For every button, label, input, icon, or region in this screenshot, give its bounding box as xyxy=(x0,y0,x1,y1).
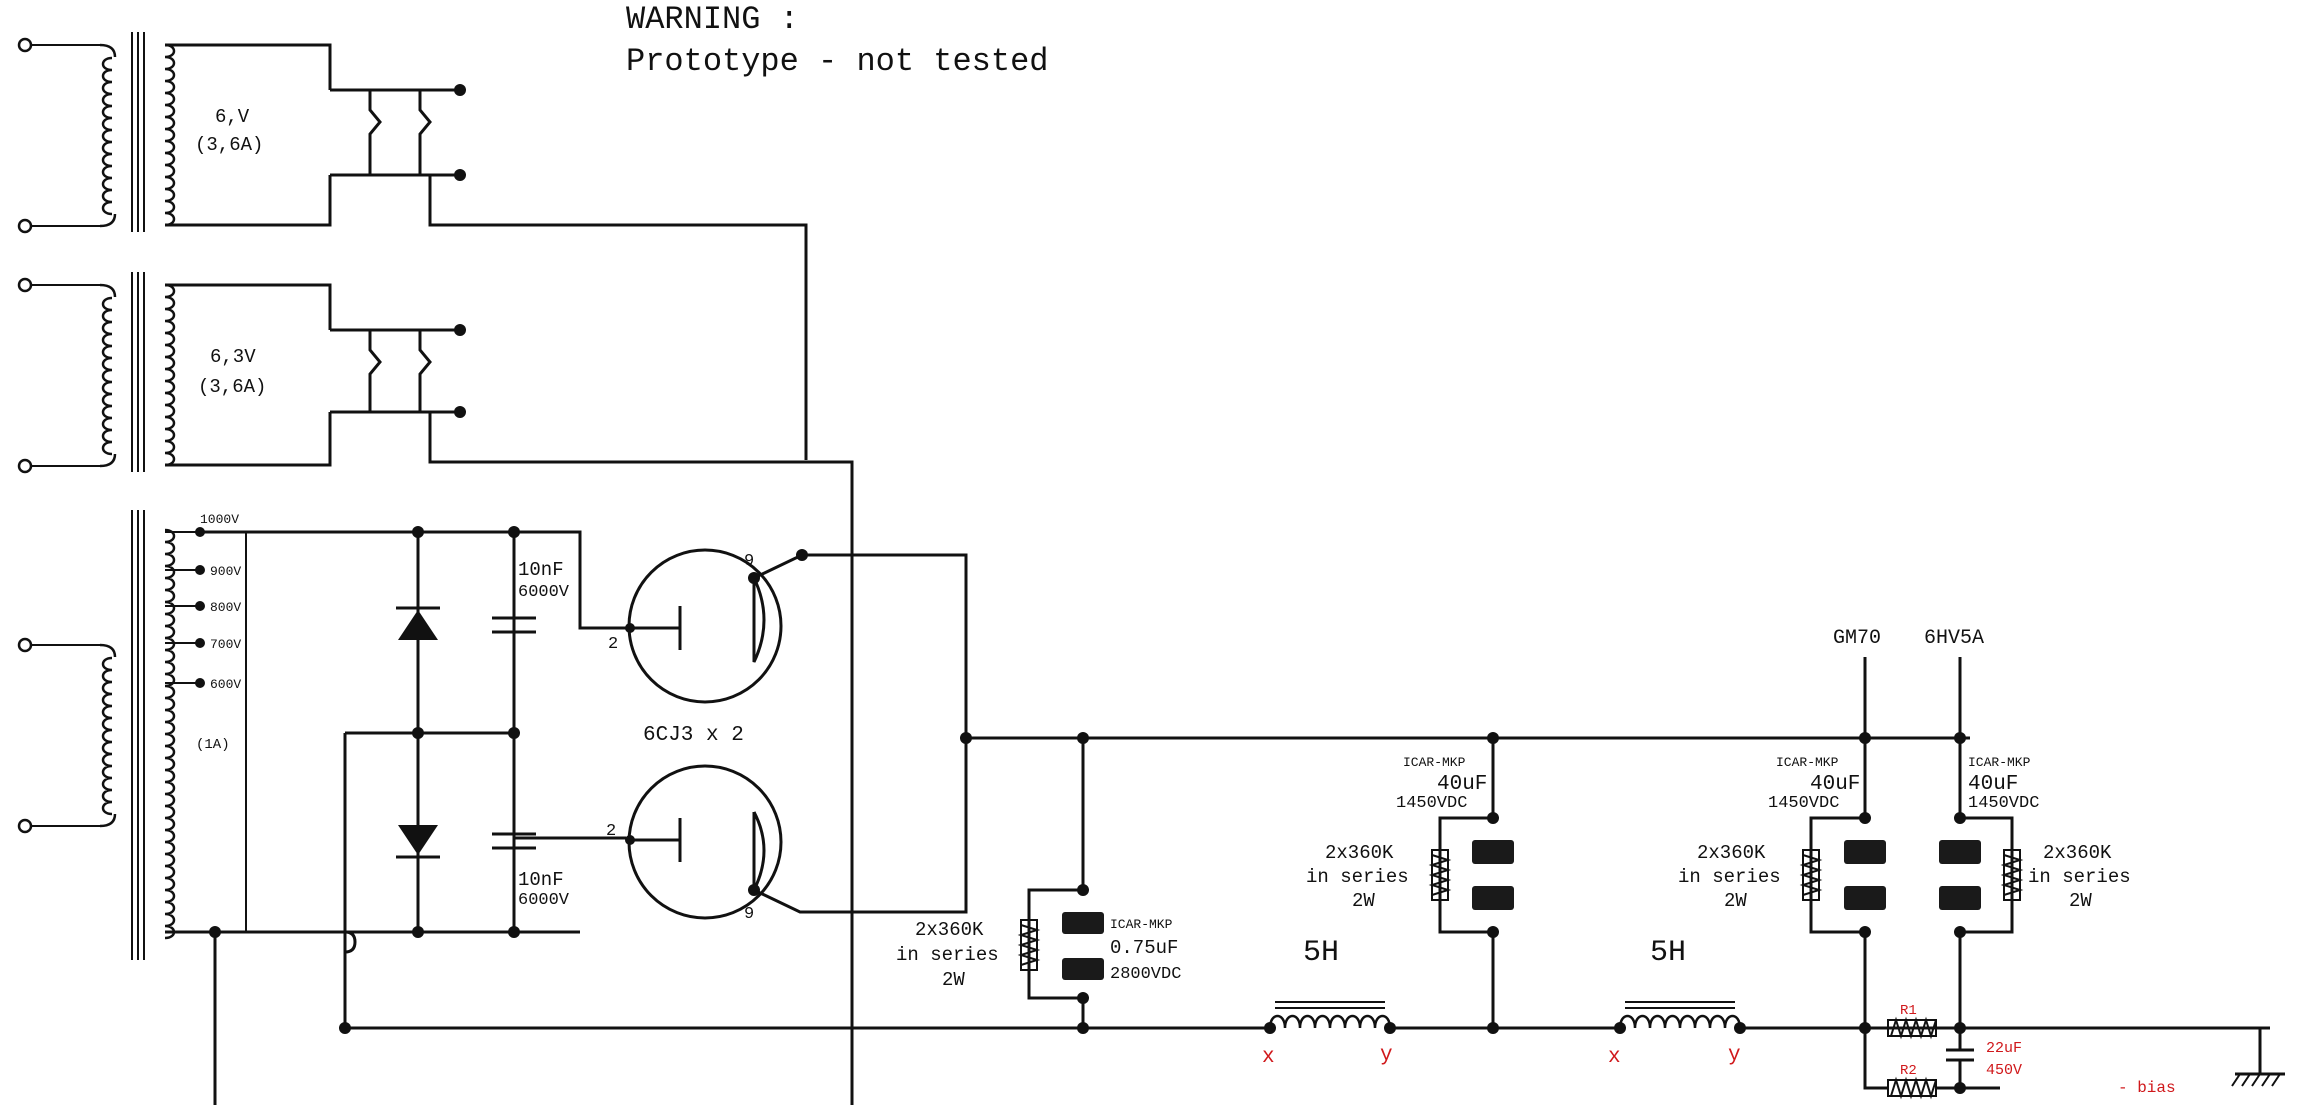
filter-stage-2: ICAR-MKP 40uF 1450VDC 2x360K in series 2… xyxy=(1306,732,1514,1034)
bleeder4-desc: in series xyxy=(2028,866,2131,888)
t2-voltage-label: 6,3V xyxy=(210,346,256,368)
filament-transformer-2: 6,3V (3,6A) xyxy=(17,272,854,1105)
bleeder1-value: 2x360K xyxy=(915,919,984,941)
cap-bottom-value: 10nF xyxy=(518,869,564,891)
secondary-winding-1 xyxy=(164,43,176,227)
choke2-x: x xyxy=(1608,1046,1621,1069)
cap2-rating: 1450VDC xyxy=(1396,794,1467,813)
cap3-rating: 1450VDC xyxy=(1768,794,1839,813)
rectifier-tube-1: 2 9 xyxy=(608,548,968,738)
tap-800v: 800V xyxy=(210,600,241,615)
bias-r2-label: R2 xyxy=(1900,1063,1917,1079)
bias-cap-value: 22uF xyxy=(1986,1040,2022,1057)
bleeder3-value: 2x360K xyxy=(1697,842,1766,864)
choke-1: 5H x y xyxy=(1262,936,1396,1069)
cap1-value: 0.75uF xyxy=(1110,937,1178,959)
bleeder4-power: 2W xyxy=(2069,890,2092,912)
tube2-grid-pin: 2 xyxy=(606,822,616,841)
choke1-x: x xyxy=(1262,1046,1275,1069)
filter-stage-3: GM70 6HV5A ICAR-MKP 40uF 1450VDC ICAR-MK… xyxy=(1678,627,2131,1028)
cap-bottom-rating: 6000V xyxy=(518,891,570,910)
t3-current-label: (1A) xyxy=(196,737,230,753)
warning-subtitle: Prototype - not tested xyxy=(626,43,1048,80)
bleeder2-power: 2W xyxy=(1352,890,1375,912)
cap-top-rating: 6000V xyxy=(518,583,570,602)
output-6hv5a: 6HV5A xyxy=(1924,627,1984,650)
choke-2: 5H x y xyxy=(1608,936,1746,1069)
output-gm70: GM70 xyxy=(1833,627,1881,650)
bleeder3-desc: in series xyxy=(1678,866,1781,888)
warning-title: WARNING : xyxy=(626,1,799,38)
cap2-type: ICAR-MKP xyxy=(1403,755,1466,770)
cap1-rating: 2800VDC xyxy=(1110,965,1181,984)
rectifier-tube-2: 2 9 xyxy=(606,738,968,924)
bias-network: R1 R2 22uF 450V - bias xyxy=(1859,1003,2176,1100)
tap-1000v: 1000V xyxy=(200,512,239,527)
bias-output-label: - bias xyxy=(2118,1079,2176,1097)
t2-current-label: (3,6A) xyxy=(198,376,266,398)
cap4-value: 40uF xyxy=(1968,773,2018,796)
diode-top xyxy=(398,610,438,640)
tube-type-label: 6CJ3 x 2 xyxy=(643,724,744,747)
bias-r1-label: R1 xyxy=(1900,1003,1917,1019)
choke1-value: 5H xyxy=(1303,936,1339,970)
diode-bottom xyxy=(398,825,438,855)
choke2-y: y xyxy=(1728,1044,1741,1067)
tap-700v: 700V xyxy=(210,637,241,652)
primary-winding-1 xyxy=(101,56,113,216)
tube1-plate-pin: 9 xyxy=(744,552,754,571)
hv-transformer: 1000V 900V 800V 700V 600V (1A) xyxy=(17,510,580,1105)
bleeder3-power: 2W xyxy=(1724,890,1747,912)
tap-900v: 900V xyxy=(210,564,241,579)
bleeder2-desc: in series xyxy=(1306,866,1409,888)
t1-current-label: (3,6A) xyxy=(195,134,263,156)
bleeder1-power: 2W xyxy=(942,969,965,991)
tube1-grid-pin: 2 xyxy=(608,635,618,654)
bleeder1-desc: in series xyxy=(896,944,999,966)
filament-transformer-1: 6,V (3,6A) xyxy=(17,32,808,460)
choke1-y: y xyxy=(1380,1044,1393,1067)
tap-600v: 600V xyxy=(210,677,241,692)
filter-stage-1: 2x360K in series 2W ICAR-MKP 0.75uF 2800… xyxy=(896,732,1181,1034)
bleeder4-value: 2x360K xyxy=(2043,842,2112,864)
t1-voltage-label: 6,V xyxy=(215,106,250,128)
voltage-doubler: 10nF 6000V 10nF 6000V xyxy=(339,526,626,1034)
choke2-value: 5H xyxy=(1650,936,1686,970)
bleeder2-value: 2x360K xyxy=(1325,842,1394,864)
cap3-type: ICAR-MKP xyxy=(1776,755,1839,770)
cap2-value: 40uF xyxy=(1437,773,1487,796)
ground-icon xyxy=(2231,1028,2285,1087)
tube2-plate-pin: 9 xyxy=(744,905,754,924)
cap1-type: ICAR-MKP xyxy=(1110,917,1173,932)
cap-top-value: 10nF xyxy=(518,559,564,581)
cap4-rating: 1450VDC xyxy=(1968,794,2039,813)
bias-cap-rating: 450V xyxy=(1986,1062,2022,1079)
cap4-type: ICAR-MKP xyxy=(1968,755,2031,770)
cap3-value: 40uF xyxy=(1810,773,1860,796)
